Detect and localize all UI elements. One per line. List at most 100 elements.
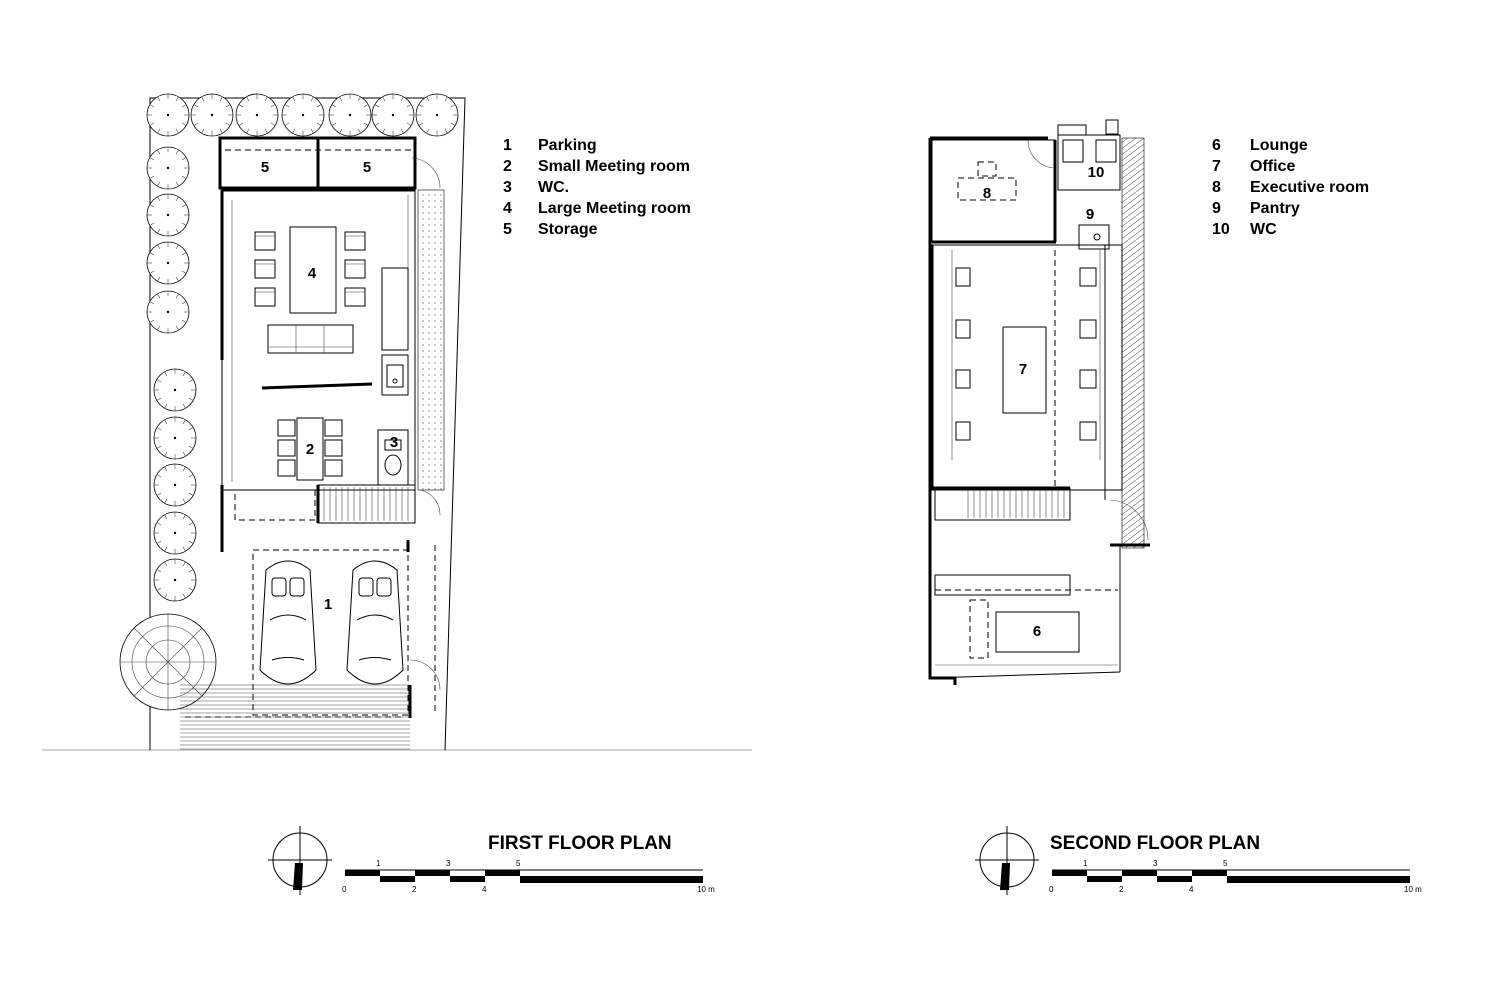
tree-icon [153, 368, 197, 412]
desk-chair-icon [955, 369, 971, 389]
second-floor-plan: 8 10 9 7 6 [928, 119, 1150, 685]
left-exterior-wall [928, 138, 957, 685]
scale-tick-label: 1 [1083, 859, 1088, 868]
legend-num: 8 [1212, 179, 1221, 196]
room-label-parking: 1 [324, 596, 332, 613]
cabinet [381, 267, 409, 351]
sink-icon [386, 364, 404, 388]
legend-name: Pantry [1250, 200, 1300, 217]
lounge-sofa-back [934, 574, 1071, 596]
lounge-sofa [995, 611, 1080, 653]
large-meeting-chairs [254, 231, 366, 307]
stair-treads [323, 487, 409, 521]
tree-icon [146, 93, 190, 137]
parking-area [252, 549, 409, 716]
chair-icon [277, 419, 296, 437]
north-arrow-icon [268, 826, 332, 895]
scale-tick-label: 5 [516, 859, 521, 868]
chair-icon [254, 287, 276, 307]
chair-icon [254, 231, 276, 251]
legend-name: WC [1250, 221, 1277, 238]
room-label-storage-b: 5 [363, 159, 371, 176]
scale-tick-label: 2 [412, 885, 417, 894]
legend-num: 7 [1212, 158, 1221, 175]
scale-end-label: 10 m [697, 885, 715, 894]
legend-num: 6 [1212, 137, 1221, 154]
legend-num: 5 [503, 221, 512, 238]
toilet-icon [1095, 139, 1117, 163]
driveway [180, 684, 410, 750]
large-meeting-table [289, 226, 337, 314]
tree-icon [146, 146, 190, 190]
legend-name: Office [1250, 158, 1295, 175]
kitchen-counter [381, 354, 409, 396]
balcony-hatch [1121, 137, 1145, 549]
toilet-icon [1062, 139, 1084, 163]
desk-chair-icon [1079, 319, 1097, 339]
small-meeting-table [296, 417, 324, 481]
scale-bar: 1 3 5 0 2 4 10 m [342, 859, 715, 894]
scale-tick-label: 4 [1189, 885, 1194, 894]
chair-icon [277, 459, 296, 477]
chair-icon [344, 287, 366, 307]
gate-swing [409, 659, 441, 691]
tree-icon [146, 241, 190, 285]
tree-icon [146, 193, 190, 237]
scale-end-label: 10 m [1404, 885, 1422, 894]
sliding-partition [261, 382, 373, 390]
shrub-icon [119, 613, 217, 711]
tree-icon [415, 93, 459, 137]
desk-chair-icon [1079, 369, 1097, 389]
tree-icon [153, 463, 197, 507]
scale-tick-label: 0 [342, 885, 347, 894]
tree-icon [153, 511, 197, 555]
wc-basin [384, 439, 402, 451]
scale-tick-label: 4 [482, 885, 487, 894]
room-label-executive: 8 [983, 185, 991, 202]
room-label-small-meeting: 2 [306, 441, 314, 458]
car-icon [259, 560, 317, 685]
office-meeting-table [1002, 326, 1047, 414]
chair-icon [324, 459, 343, 477]
plan-title: FIRST FLOOR PLAN [488, 833, 672, 854]
room-label-wc: 3 [390, 434, 398, 451]
legend-name: Executive room [1250, 179, 1369, 196]
door-swing [411, 157, 441, 189]
legend-num: 1 [503, 137, 512, 154]
stair-treads [967, 490, 1065, 518]
desk-chair-icon [955, 421, 971, 441]
legend-num: 10 [1212, 221, 1230, 238]
bottom-edge [929, 671, 1121, 679]
legend-num: 3 [503, 179, 512, 196]
scale-tick-label: 5 [1223, 859, 1228, 868]
stairs [934, 487, 1071, 521]
scale-tick-label: 3 [446, 859, 451, 868]
desk-chair-icon [955, 267, 971, 287]
legend-num: 9 [1212, 200, 1221, 217]
desk-chair-icon [955, 319, 971, 339]
tree-icon [146, 290, 190, 334]
chair-icon [277, 439, 296, 457]
tree-icon [153, 416, 197, 460]
chair-icon [324, 439, 343, 457]
planting-strip [417, 189, 445, 491]
desk-chair-icon [1079, 267, 1097, 287]
executive-room [931, 139, 1056, 243]
tree-icon [190, 93, 234, 137]
scale-tick-label: 1 [376, 859, 381, 868]
legend-second-floor: 6 Lounge 7 Office 8 Executive room 9 Pan… [1212, 137, 1369, 238]
chair-icon [344, 259, 366, 279]
scale-tick-label: 0 [1049, 885, 1054, 894]
room-label-storage-a: 5 [261, 159, 269, 176]
chair-icon [254, 259, 276, 279]
sofa [267, 324, 354, 354]
tree-icon [371, 93, 415, 137]
legend-num: 4 [503, 200, 512, 217]
chair-icon [324, 419, 343, 437]
landing-dashed [234, 489, 316, 521]
desk-chair-icon [1079, 421, 1097, 441]
